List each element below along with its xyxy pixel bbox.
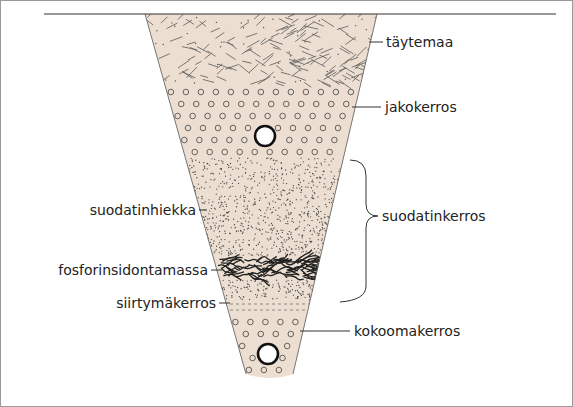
label-text: kokoomakerros bbox=[354, 323, 460, 339]
leader-line bbox=[369, 42, 383, 43]
collection-pipe bbox=[258, 344, 278, 364]
label-text: jakokerros bbox=[385, 99, 457, 115]
ground-line bbox=[44, 13, 556, 14]
label-text: suodatinhiekka bbox=[90, 202, 196, 218]
layer-label: jakokerros bbox=[385, 98, 457, 116]
leader-line bbox=[199, 210, 207, 211]
label-text: fosforinsidontamassa bbox=[58, 262, 208, 278]
trench-wall bbox=[145, 14, 377, 374]
label-text: täytemaa bbox=[386, 34, 453, 50]
trench-fill bbox=[145, 14, 377, 378]
layer-label: siirtymäkerros bbox=[116, 294, 216, 312]
leader-line bbox=[211, 270, 222, 271]
layer-label: täytemaa bbox=[386, 33, 453, 51]
label-text: suodatinkerros bbox=[382, 208, 486, 224]
layer-label: suodatinhiekka bbox=[90, 201, 196, 219]
leader-line bbox=[352, 107, 381, 108]
leader-lines bbox=[199, 42, 383, 331]
layer-label: kokoomakerros bbox=[354, 322, 460, 340]
layer-label: fosforinsidontamassa bbox=[58, 261, 208, 279]
distribution-pipe bbox=[255, 126, 275, 146]
group-label: suodatinkerros bbox=[382, 207, 486, 225]
bracket bbox=[340, 160, 378, 302]
leader-line bbox=[300, 331, 350, 332]
label-text: siirtymäkerros bbox=[116, 295, 216, 311]
leader-line bbox=[219, 303, 230, 304]
layer-texture bbox=[140, 8, 390, 372]
